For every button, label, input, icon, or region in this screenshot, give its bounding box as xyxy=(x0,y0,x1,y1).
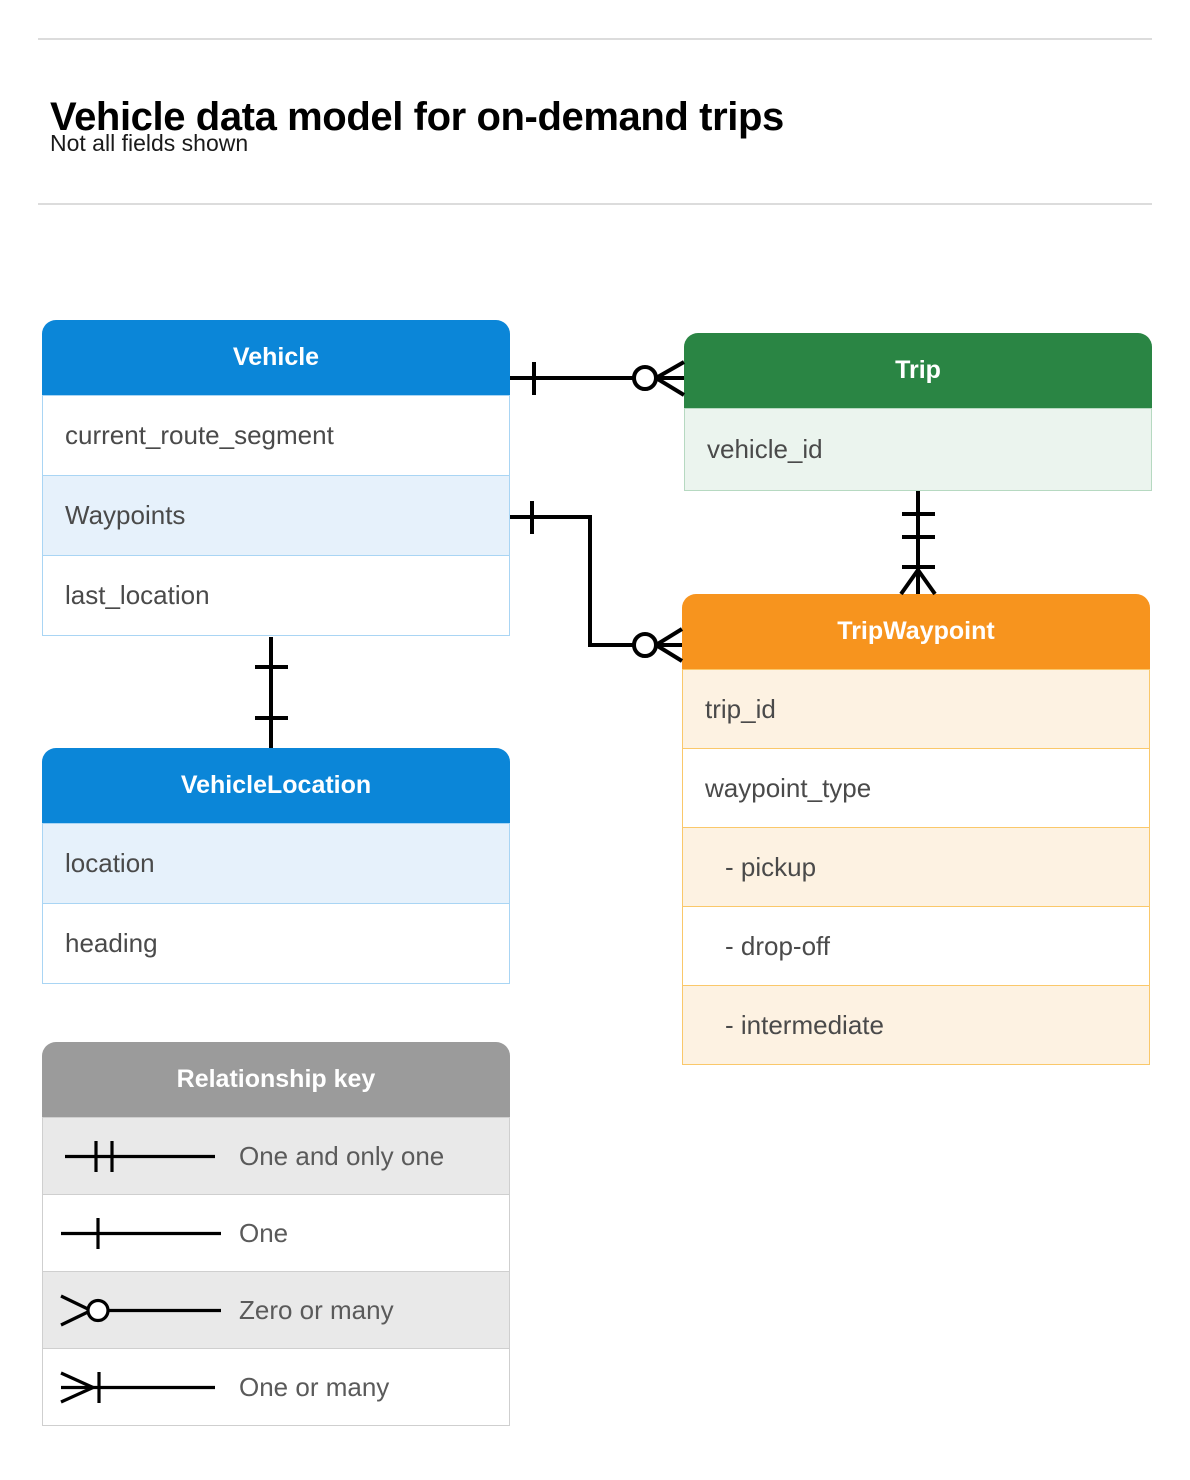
one-and-only-one-icon xyxy=(43,1118,239,1194)
legend-label-one: One xyxy=(239,1217,289,1248)
one-icon xyxy=(43,1195,239,1271)
entity-trip[interactable]: Trip vehicle_id xyxy=(684,333,1152,491)
field-heading[interactable]: heading xyxy=(43,903,509,983)
legend-row-zero-or-many: Zero or many xyxy=(43,1271,509,1348)
entity-vehiclelocation[interactable]: VehicleLocation location heading xyxy=(42,748,510,984)
legend-row-one: One xyxy=(43,1194,509,1271)
entity-vehiclelocation-fields: location heading xyxy=(42,823,510,984)
legend-label-one-and-only-one: One and only one xyxy=(239,1140,445,1171)
bottom-divider xyxy=(38,203,1152,205)
entity-trip-title: Trip xyxy=(684,333,1152,408)
one-or-many-icon xyxy=(43,1349,239,1425)
top-divider xyxy=(38,38,1152,40)
field-vehicle-id[interactable]: vehicle_id xyxy=(685,408,1151,490)
field-waypoint-type[interactable]: waypoint_type xyxy=(683,748,1149,827)
relationship-vehicle-vehiclelocation xyxy=(255,637,288,748)
entity-tripwaypoint-title: TripWaypoint xyxy=(682,594,1150,669)
legend-row-one-or-many: One or many xyxy=(43,1348,509,1425)
field-waypoint-type-dropoff[interactable]: - drop-off xyxy=(683,906,1149,985)
page-title: Vehicle data model for on-demand trips xyxy=(50,94,784,139)
entity-vehicle[interactable]: Vehicle current_route_segment Waypoints … xyxy=(42,320,510,636)
legend-label-zero-or-many: Zero or many xyxy=(239,1294,394,1325)
entity-vehiclelocation-title: VehicleLocation xyxy=(42,748,510,823)
entity-trip-fields: vehicle_id xyxy=(684,408,1152,491)
relationship-key-legend: Relationship key One and only one xyxy=(42,1042,510,1426)
legend-rows: One and only one One xyxy=(42,1117,510,1426)
field-waypoints[interactable]: Waypoints xyxy=(43,475,509,555)
legend-label-one-or-many: One or many xyxy=(239,1371,390,1402)
field-trip-id[interactable]: trip_id xyxy=(683,669,1149,748)
entity-vehicle-fields: current_route_segment Waypoints last_loc… xyxy=(42,395,510,636)
field-waypoint-type-intermediate[interactable]: - intermediate xyxy=(683,985,1149,1064)
field-waypoint-type-pickup[interactable]: - pickup xyxy=(683,827,1149,906)
entity-tripwaypoint[interactable]: TripWaypoint trip_id waypoint_type - pic… xyxy=(682,594,1150,1065)
field-current-route-segment[interactable]: current_route_segment xyxy=(43,395,509,475)
relationship-trip-tripwaypoint xyxy=(899,491,937,596)
entity-vehicle-title: Vehicle xyxy=(42,320,510,395)
zero-or-many-icon xyxy=(43,1272,239,1348)
legend-row-one-and-only-one: One and only one xyxy=(43,1117,509,1194)
legend-title: Relationship key xyxy=(42,1042,510,1117)
field-location[interactable]: location xyxy=(43,823,509,903)
relationship-vehicle-trip xyxy=(510,360,686,397)
page-subtitle: Not all fields shown xyxy=(50,130,249,156)
entity-tripwaypoint-fields: trip_id waypoint_type - pickup - drop-of… xyxy=(682,669,1150,1065)
relationship-waypoints-tripwaypoint xyxy=(510,501,684,663)
field-last-location[interactable]: last_location xyxy=(43,555,509,635)
